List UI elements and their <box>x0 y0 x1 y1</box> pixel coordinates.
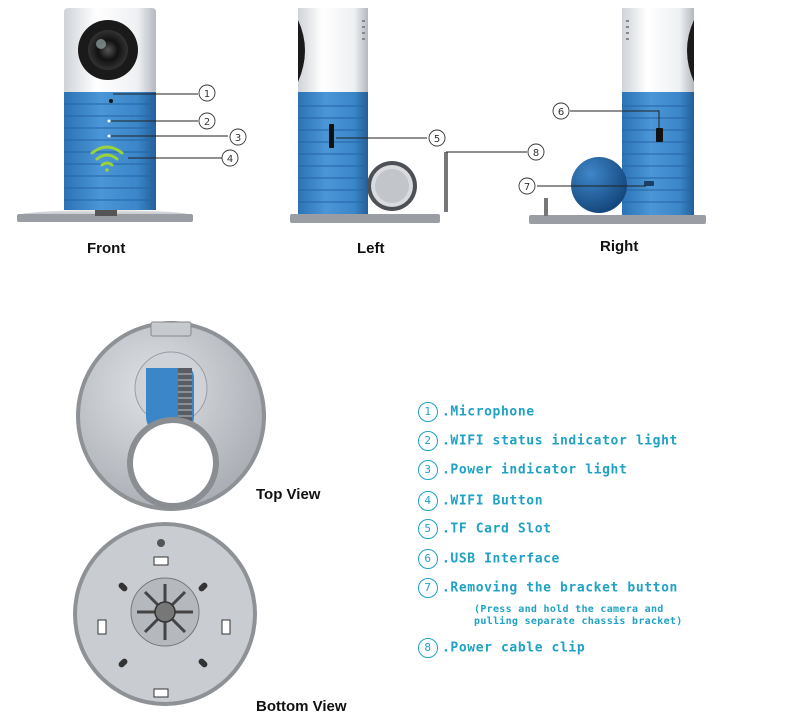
legend-num-2: 2 <box>418 431 438 451</box>
legend-item-7: 7.Removing the bracket button <box>418 578 678 598</box>
front-view-camera <box>17 8 193 222</box>
callout-1: 1 <box>204 89 210 100</box>
legend-note-line-1: (Press and hold the camera and <box>474 604 664 615</box>
callout-5: 5 <box>434 134 440 145</box>
legend-item-4: 4.WIFI Button <box>418 491 543 511</box>
left-white-head <box>298 8 368 94</box>
legend-num-5: 5 <box>418 519 438 539</box>
left-base-knob <box>367 161 417 211</box>
usb-port <box>656 128 663 142</box>
bottom-slot-bottom <box>153 688 169 698</box>
top-view-disc <box>76 321 266 511</box>
callout-6: 6 <box>558 107 564 118</box>
front-blue-body <box>64 92 156 210</box>
bottom-slot-left <box>97 619 107 635</box>
legend-item-3: 3.Power indicator light <box>418 460 627 480</box>
right-base-ball <box>571 157 627 213</box>
callout-circles <box>198 84 570 195</box>
bottom-top-hole <box>157 539 165 547</box>
legend-text-7: .Removing the bracket button <box>442 580 678 596</box>
top-ring-hole <box>133 423 213 503</box>
left-blue-body <box>298 92 368 214</box>
wifi-icon <box>90 145 124 172</box>
right-cable-clip <box>544 198 548 216</box>
bracket-release-button <box>644 181 654 186</box>
power-cable-clip <box>444 152 448 212</box>
bottom-hub-center <box>154 601 176 623</box>
bottom-slot-top <box>153 556 169 566</box>
legend-num-8: 8 <box>418 638 438 658</box>
label-bottom-view: Bottom View <box>256 698 347 715</box>
front-power-led <box>107 134 111 138</box>
callout-numbers: 1 2 3 4 5 6 7 8 <box>204 89 564 193</box>
front-lens-glare <box>96 39 106 49</box>
legend-text-6: .USB Interface <box>442 551 560 567</box>
label-left: Left <box>357 240 385 257</box>
label-top-view: Top View <box>256 486 321 503</box>
front-microphone-hole <box>109 99 113 103</box>
legend-item-6: 6.USB Interface <box>418 549 560 569</box>
callout-2: 2 <box>204 117 210 128</box>
legend-num-7: 7 <box>418 578 438 598</box>
callout-8: 8 <box>533 148 539 159</box>
right-view-camera <box>529 8 706 224</box>
legend-num-4: 4 <box>418 491 438 511</box>
front-base-stem <box>95 206 117 216</box>
legend-note-line-2: pulling separate chassis bracket) <box>474 616 683 627</box>
legend-item-1: 1.Microphone <box>418 402 535 422</box>
right-base-plate <box>529 215 706 224</box>
left-lens-edge <box>298 20 305 82</box>
legend-text-2: .WIFI status indicator light <box>442 433 678 449</box>
bottom-screw-slots <box>118 582 208 668</box>
bottom-slot-right <box>221 619 231 635</box>
front-lens <box>88 30 128 70</box>
right-lens-edge <box>687 20 694 82</box>
label-right: Right <box>600 238 639 255</box>
front-body-ribs <box>64 103 156 201</box>
legend-text-3: .Power indicator light <box>442 462 628 478</box>
legend-text-5: .TF Card Slot <box>442 521 552 537</box>
legend-text-4: .WIFI Button <box>442 493 544 509</box>
front-base-edge <box>17 214 193 222</box>
callout-lines <box>111 93 660 187</box>
legend-item-2: 2.WIFI status indicator light <box>418 431 678 451</box>
legend-text-1: .Microphone <box>442 404 535 420</box>
legend-num-6: 6 <box>418 549 438 569</box>
label-front: Front <box>87 240 126 257</box>
legend-num-3: 3 <box>418 460 438 480</box>
right-vent-dots <box>626 20 629 40</box>
top-disc-tab <box>150 321 192 337</box>
legend-item-8: 8.Power cable clip <box>418 638 585 658</box>
callout-3: 3 <box>235 133 241 144</box>
tf-card-slot <box>329 124 334 148</box>
left-view-camera <box>290 8 448 223</box>
legend-num-1: 1 <box>418 402 438 422</box>
legend-text-8: .Power cable clip <box>442 640 586 656</box>
left-base-plate <box>290 214 440 223</box>
right-white-head <box>622 8 694 94</box>
legend-item-5: 5.TF Card Slot <box>418 519 552 539</box>
callout-7: 7 <box>524 182 530 193</box>
front-wifi-led <box>107 119 111 123</box>
callout-4: 4 <box>227 154 233 165</box>
left-vent-dots <box>362 20 365 40</box>
bottom-view-disc <box>73 522 257 706</box>
